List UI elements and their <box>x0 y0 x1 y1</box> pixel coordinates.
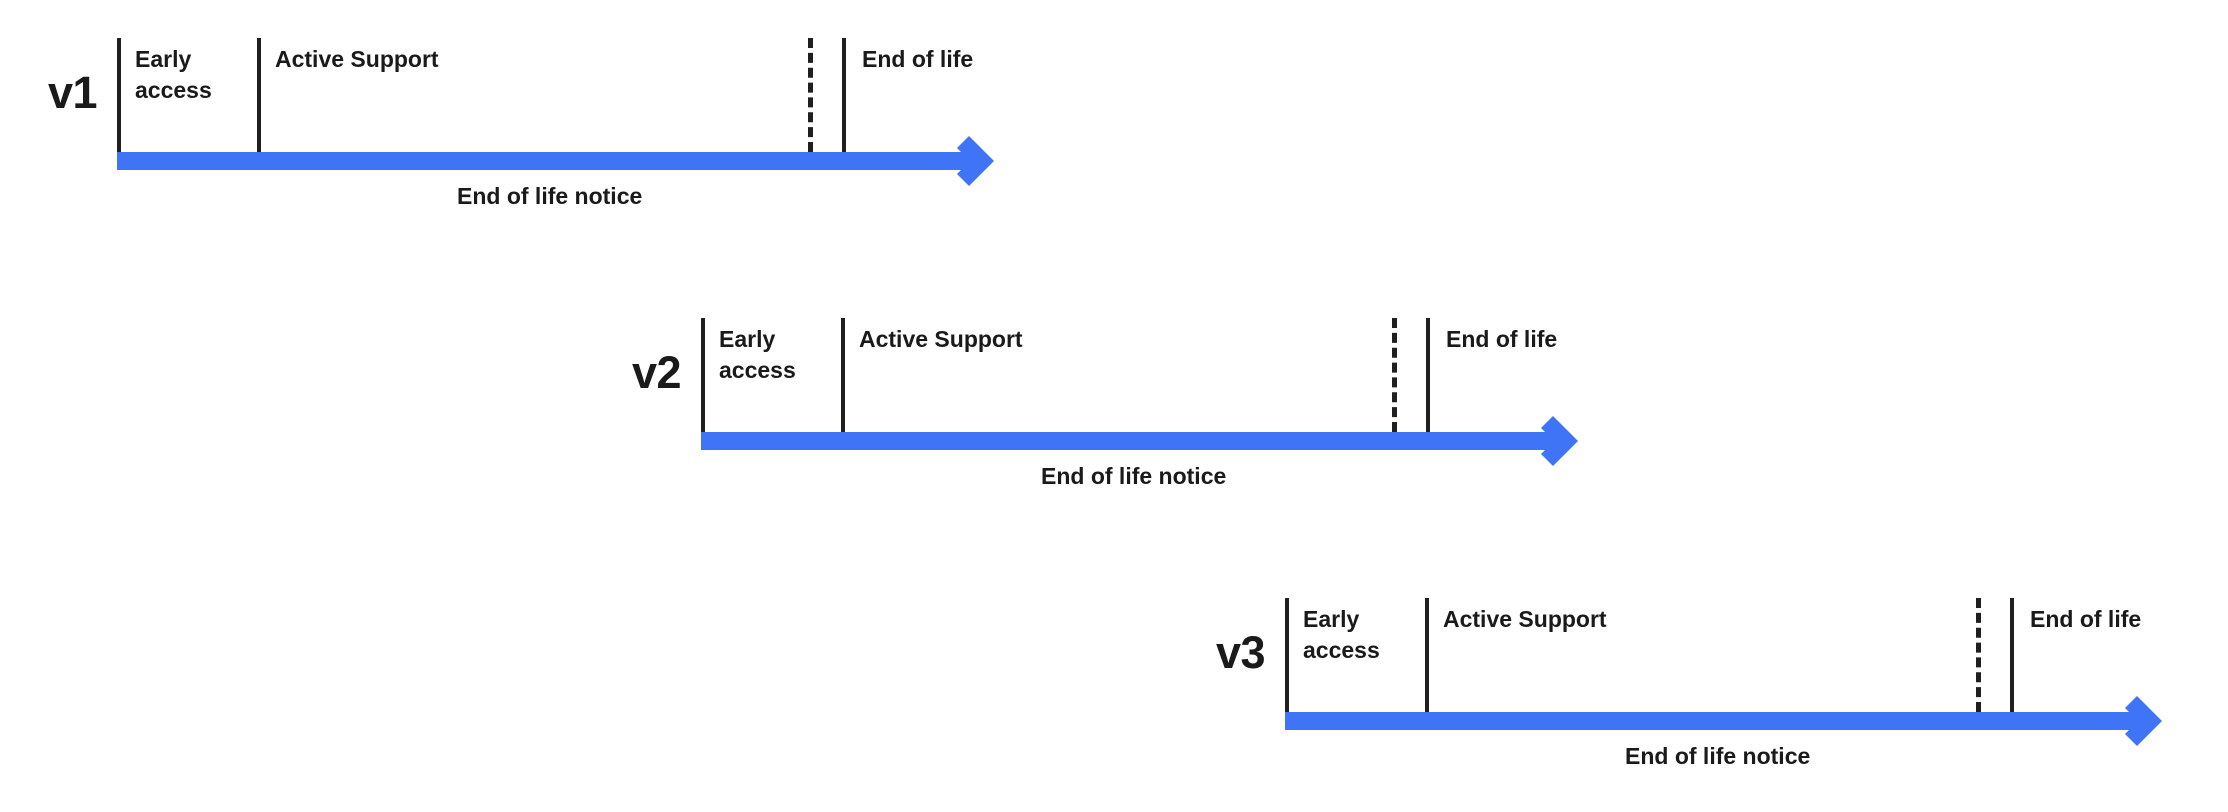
divider-end-of-life-v3 <box>2010 598 2014 712</box>
notice-label-v1: End of life notice <box>457 183 643 209</box>
divider-start-v1 <box>117 38 121 152</box>
lifeline-bar-body-v2 <box>701 432 1559 450</box>
divider-end-of-life-notice-v2 <box>1392 318 1397 432</box>
lifeline-bar-v3 <box>1285 696 2183 746</box>
lifeline-bar-v1 <box>117 136 1015 186</box>
version-label-v1: v1 <box>47 67 98 118</box>
version-label-v2: v2 <box>631 347 682 398</box>
version-label-v3: v3 <box>1215 627 1266 678</box>
divider-start-v3 <box>1285 598 1289 712</box>
divider-end-of-life-notice-v1 <box>808 38 813 152</box>
phase-label-end-of-life-v3: End of life <box>2030 606 2142 632</box>
phase-label-end-of-life-v2: End of life <box>1446 326 1558 352</box>
phase-label-active-support-v2: Active Support <box>859 326 1023 352</box>
phase-label-early-access-v1: Early access <box>135 46 212 103</box>
lifeline-bar-body-v3 <box>1285 712 2143 730</box>
divider-start-v2 <box>701 318 705 432</box>
notice-label-v3: End of life notice <box>1625 743 1811 769</box>
divider-active-support-v1 <box>257 38 261 152</box>
divider-end-of-life-v2 <box>1426 318 1430 432</box>
notice-label-v2: End of life notice <box>1041 463 1227 489</box>
divider-active-support-v3 <box>1425 598 1429 712</box>
lifeline-arrowhead-v3 <box>2121 690 2183 752</box>
phase-label-active-support-v3: Active Support <box>1443 606 1607 632</box>
phase-label-end-of-life-v1: End of life <box>862 46 974 72</box>
divider-end-of-life-v1 <box>842 38 846 152</box>
lifeline-bar-body-v1 <box>117 152 975 170</box>
phase-label-early-access-v2: Early access <box>719 326 796 383</box>
lifeline-bar-v2 <box>701 416 1599 466</box>
phase-label-early-access-v3: Early access <box>1303 606 1380 663</box>
lifeline-arrowhead-v2 <box>1537 410 1599 472</box>
divider-end-of-life-notice-v3 <box>1976 598 1981 712</box>
lifeline-arrowhead-v1 <box>953 130 1015 192</box>
phase-label-active-support-v1: Active Support <box>275 46 439 72</box>
divider-active-support-v2 <box>841 318 845 432</box>
